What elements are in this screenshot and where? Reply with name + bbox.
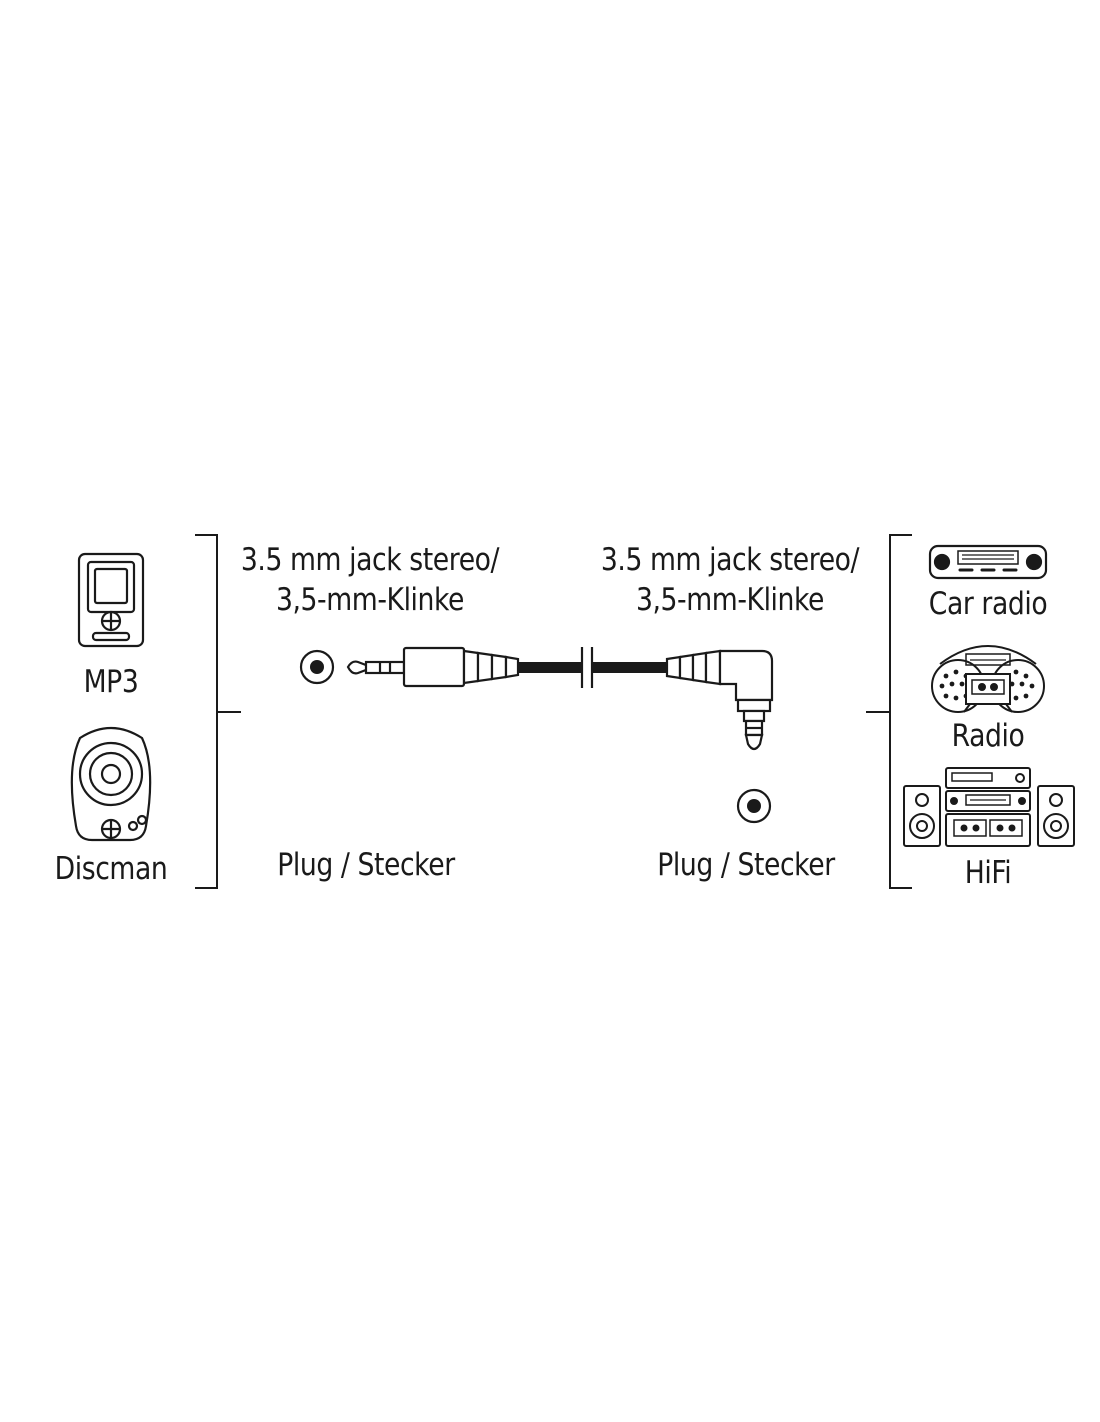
left-bracket xyxy=(195,534,241,889)
discman-label: Discman xyxy=(54,851,168,887)
straight-plug-icon xyxy=(346,646,520,688)
car-radio-icon xyxy=(928,544,1048,580)
right-bracket xyxy=(866,534,912,889)
cable xyxy=(518,647,667,688)
jack-socket-left-icon xyxy=(299,649,335,685)
left-plug-label: Plug / Stecker xyxy=(277,847,455,883)
right-connector-type-line2: 3,5-mm-Klinke xyxy=(635,582,825,618)
jack-socket-right-icon xyxy=(736,788,772,824)
angled-plug-icon xyxy=(665,649,774,751)
boombox-icon xyxy=(931,645,1045,713)
car-radio-label: Car radio xyxy=(928,586,1048,622)
mp3-player-icon xyxy=(77,552,145,648)
right-connector-type-line1: 3.5 mm jack stereo/ xyxy=(600,542,860,578)
radio-label: Radio xyxy=(951,718,1025,754)
hifi-system-icon xyxy=(903,767,1075,847)
mp3-label: MP3 xyxy=(83,664,139,700)
left-connector-type-line2: 3,5-mm-Klinke xyxy=(275,582,465,618)
right-plug-label: Plug / Stecker xyxy=(657,847,835,883)
left-connector-type-line1: 3.5 mm jack stereo/ xyxy=(240,542,500,578)
discman-icon xyxy=(70,727,152,842)
hifi-label: HiFi xyxy=(964,855,1012,891)
